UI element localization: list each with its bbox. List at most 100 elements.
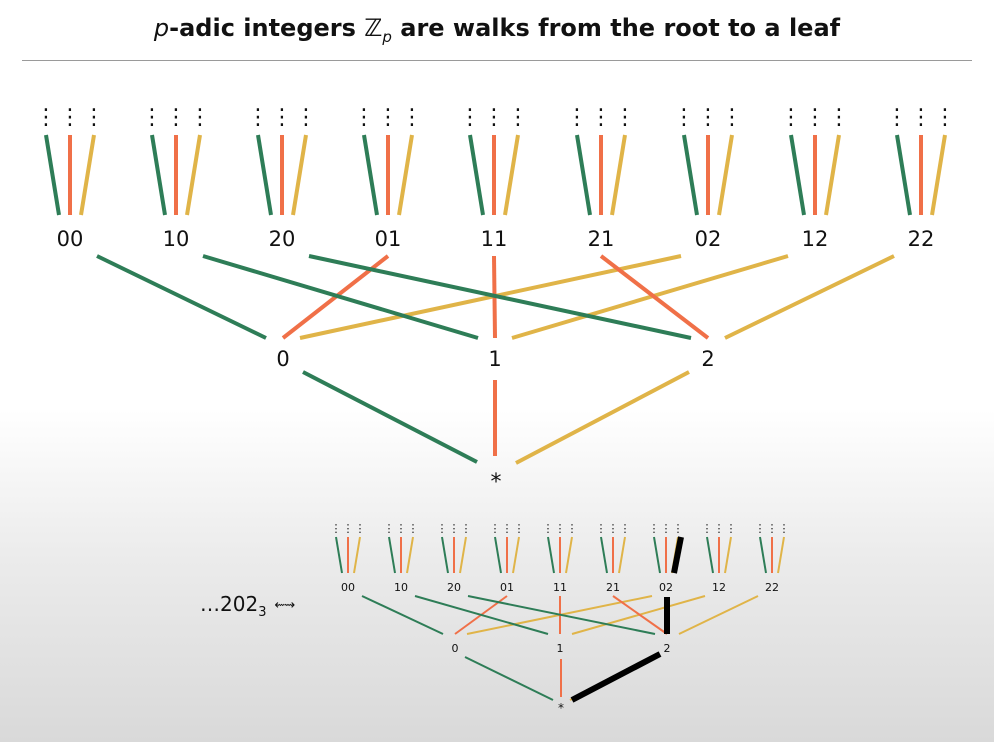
small-continuation-dots: ⋮ [596,522,607,535]
small-continuation-dots: ⋮ [661,522,672,535]
small-leaf-edge-00-digit-2 [353,536,361,574]
small-node-22: 22 [765,581,779,594]
small-edge-2-to-20 [467,595,656,635]
big-continuation-dots: ⋮ [721,105,743,130]
small-continuation-dots: ⋮ [649,522,660,535]
small-node-00: 00 [341,581,355,594]
small-node-02: 02 [659,581,673,594]
big-node-01: 01 [375,227,402,251]
big-edge-root-to-0 [302,370,478,464]
big-node-02: 02 [695,227,722,251]
big-edge-1-to-10 [202,254,479,340]
big-continuation-dots: ⋮ [83,105,105,130]
big-leaf-edge-01-digit-2 [397,134,414,216]
small-continuation-dots: ⋮ [384,522,395,535]
big-continuation-dots: ⋮ [566,105,588,130]
big-continuation-dots: ⋮ [401,105,423,130]
small-continuation-dots: ⋮ [514,522,525,535]
small-edge-0-to-00 [361,595,444,635]
page-title: p-adic integers ℤp are walks from the ro… [0,14,994,46]
big-node-21: 21 [588,227,615,251]
example-walk-label: …2023 ⇜⇝ [200,592,295,620]
small-continuation-dots: ⋮ [767,522,778,535]
big-leaf-edge-00-digit-0 [44,134,61,216]
big-leaf-edge-21-digit-2 [610,134,627,216]
big-continuation-dots: ⋮ [35,105,57,130]
small-leaf-edge-00-digit-0 [335,536,343,574]
small-leaf-edge-01-digit-2 [512,536,520,574]
small-continuation-dots: ⋮ [555,522,566,535]
small-leaf-edge-02-digit-0 [653,536,661,574]
big-leaf-edge-21-digit-0 [575,134,592,216]
example-value: …202 [200,592,259,616]
big-edge-2-to-20 [308,254,692,340]
big-node-0: 0 [276,347,289,371]
example-base: 3 [258,605,267,620]
big-node-11: 11 [481,227,508,251]
small-continuation-dots: ⋮ [608,522,619,535]
big-leaf-edge-02-digit-2 [717,134,734,216]
small-continuation-dots: ⋮ [396,522,407,535]
small-node-10: 10 [394,581,408,594]
big-edge-2-to-22 [724,254,895,340]
small-leaf-edge-22-digit-0 [759,536,767,574]
big-continuation-dots: ⋮ [459,105,481,130]
small-leaf-edge-10-digit-0 [388,536,396,574]
small-leaf-edge-11-digit-0 [547,536,555,574]
big-leaf-edge-12-digit-0 [789,134,806,216]
big-leaf-edge-22-digit-0 [895,134,912,216]
big-edge-0-to-00 [96,254,267,340]
big-continuation-dots: ⋮ [165,105,187,130]
big-leaf-edge-00-digit-2 [79,134,96,216]
small-edge-2-to-22 [678,595,759,635]
title-variable: p [153,14,170,42]
big-leaf-edge-20-digit-2 [291,134,308,216]
small-continuation-dots: ⋮ [449,522,460,535]
squiggle-arrow-icon: ⇜⇝ [274,598,295,613]
small-edge-2-to-21 [612,595,668,635]
small-node-21: 21 [606,581,620,594]
big-leaf-edge-11-digit-0 [468,134,485,216]
big-continuation-dots: ⋮ [189,105,211,130]
big-continuation-dots: ⋮ [780,105,802,130]
small-continuation-dots: ⋮ [408,522,419,535]
big-node-1: 1 [488,347,501,371]
big-continuation-dots: ⋮ [295,105,317,130]
small-leaf-edge-20-digit-2 [459,536,467,574]
small-leaf-edge-11-digit-2 [565,536,573,574]
big-continuation-dots: ⋮ [377,105,399,130]
big-node-00: 00 [57,227,84,251]
big-continuation-dots: ⋮ [886,105,908,130]
title-divider [22,60,972,61]
big-continuation-dots: ⋮ [828,105,850,130]
small-node-01: 01 [500,581,514,594]
big-node-root: * [491,470,502,495]
big-continuation-dots: ⋮ [141,105,163,130]
small-leaf-edge-10-digit-2 [406,536,414,574]
big-leaf-edge-22-digit-2 [930,134,947,216]
small-leaf-edge-22-digit-2 [777,536,785,574]
big-continuation-dots: ⋮ [507,105,529,130]
big-node-10: 10 [163,227,190,251]
small-continuation-dots: ⋮ [702,522,713,535]
big-node-22: 22 [908,227,935,251]
title-text: -adic integers ℤ [169,14,383,42]
title-rest: are walks from the root to a leaf [391,14,841,42]
small-continuation-dots: ⋮ [620,522,631,535]
walk-edge-root-to-2 [570,651,662,703]
small-leaf-edge-21-digit-0 [600,536,608,574]
big-continuation-dots: ⋮ [247,105,269,130]
big-node-12: 12 [802,227,829,251]
small-continuation-dots: ⋮ [755,522,766,535]
big-leaf-edge-10-digit-0 [150,134,167,216]
small-node-20: 20 [447,581,461,594]
small-continuation-dots: ⋮ [343,522,354,535]
small-continuation-dots: ⋮ [490,522,501,535]
small-node-11: 11 [553,581,567,594]
small-continuation-dots: ⋮ [726,522,737,535]
small-continuation-dots: ⋮ [437,522,448,535]
big-leaf-edge-02-digit-0 [682,134,699,216]
big-continuation-dots: ⋮ [483,105,505,130]
small-continuation-dots: ⋮ [461,522,472,535]
small-leaf-edge-21-digit-2 [618,536,626,574]
